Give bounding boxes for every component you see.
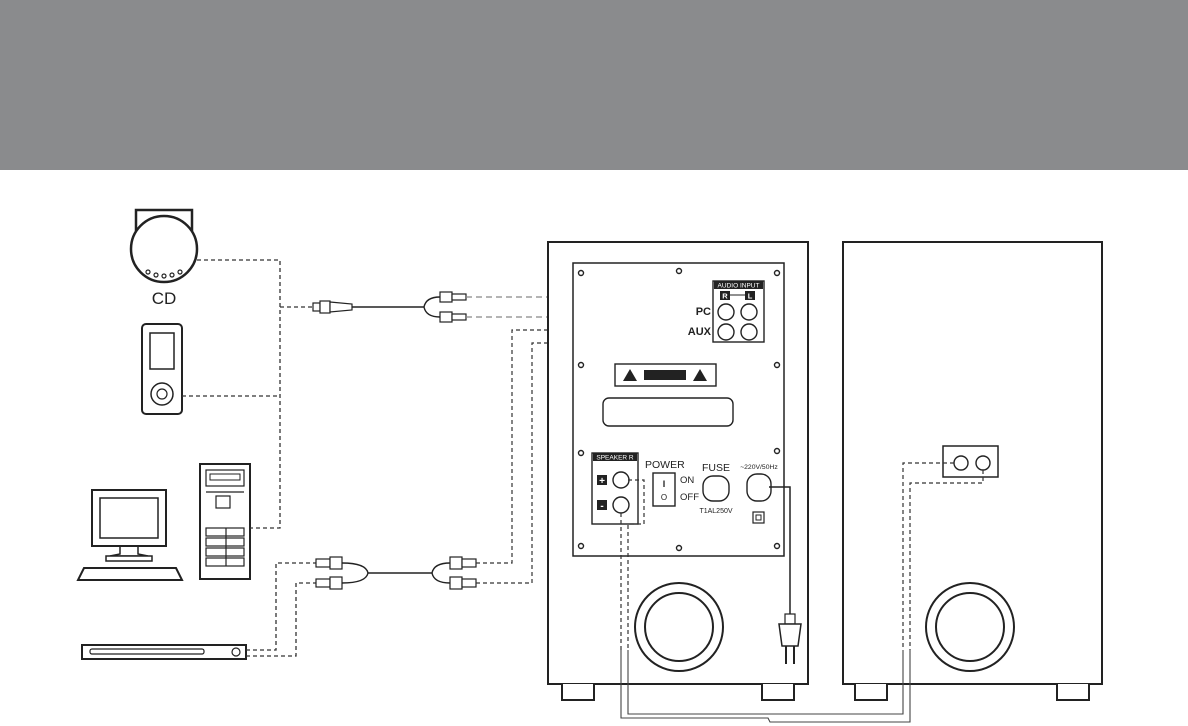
aux-input-label: AUX [688,326,712,338]
header-band [0,0,1188,170]
pc-tower-icon [199,463,251,580]
fuse-rating-label: T1AL250V [699,508,732,515]
speaker-r-minus-terminal[interactable] [612,496,630,514]
pc-input-label: PC [696,306,711,318]
monitor-icon [91,489,167,562]
speaker-r-block [591,452,639,525]
passive-speaker-cabinet [842,241,1103,701]
speaker-r-plus-terminal[interactable] [612,471,630,489]
fuse-label: FUSE [702,462,730,474]
cd-label: CD [152,289,177,308]
dvd-player-icon [81,644,247,660]
pc-l-jack[interactable] [740,303,758,321]
dvd-rca-cable [246,329,751,657]
passive-left-terminal[interactable] [953,455,969,471]
aux-r-jack[interactable] [717,323,735,341]
mains-socket[interactable] [746,473,772,502]
audio-input-block [712,280,765,343]
plus-label: + [599,476,605,487]
channel-l-label: L [748,292,753,301]
speaker-r-label: SPEAKER R [596,455,634,462]
power-on-label: ON [680,475,694,486]
power-label: POWER [645,459,685,471]
power-switch-off-mark: O [661,493,667,502]
power-switch[interactable] [652,472,676,507]
mp3-player-icon [141,323,183,415]
channel-r-label: R [722,292,728,301]
power-off-label: OFF [680,492,699,503]
power-cord [769,486,802,664]
cd-player-icon [129,208,199,284]
minus-label: - [600,501,603,512]
minijack-to-rca-cable [312,291,467,323]
pc-r-jack[interactable] [717,303,735,321]
keyboard-icon [76,567,184,581]
speaker-wire [620,462,984,723]
mains-rating-label: ~220V/50Hz [740,464,778,471]
source-bus-cables [182,259,313,529]
audio-input-label: AUDIO INPUT [718,283,760,290]
aux-l-jack[interactable] [740,323,758,341]
fuse-holder[interactable] [702,475,730,502]
power-switch-on-mark: I [663,479,666,489]
passive-right-terminal[interactable] [975,455,991,471]
